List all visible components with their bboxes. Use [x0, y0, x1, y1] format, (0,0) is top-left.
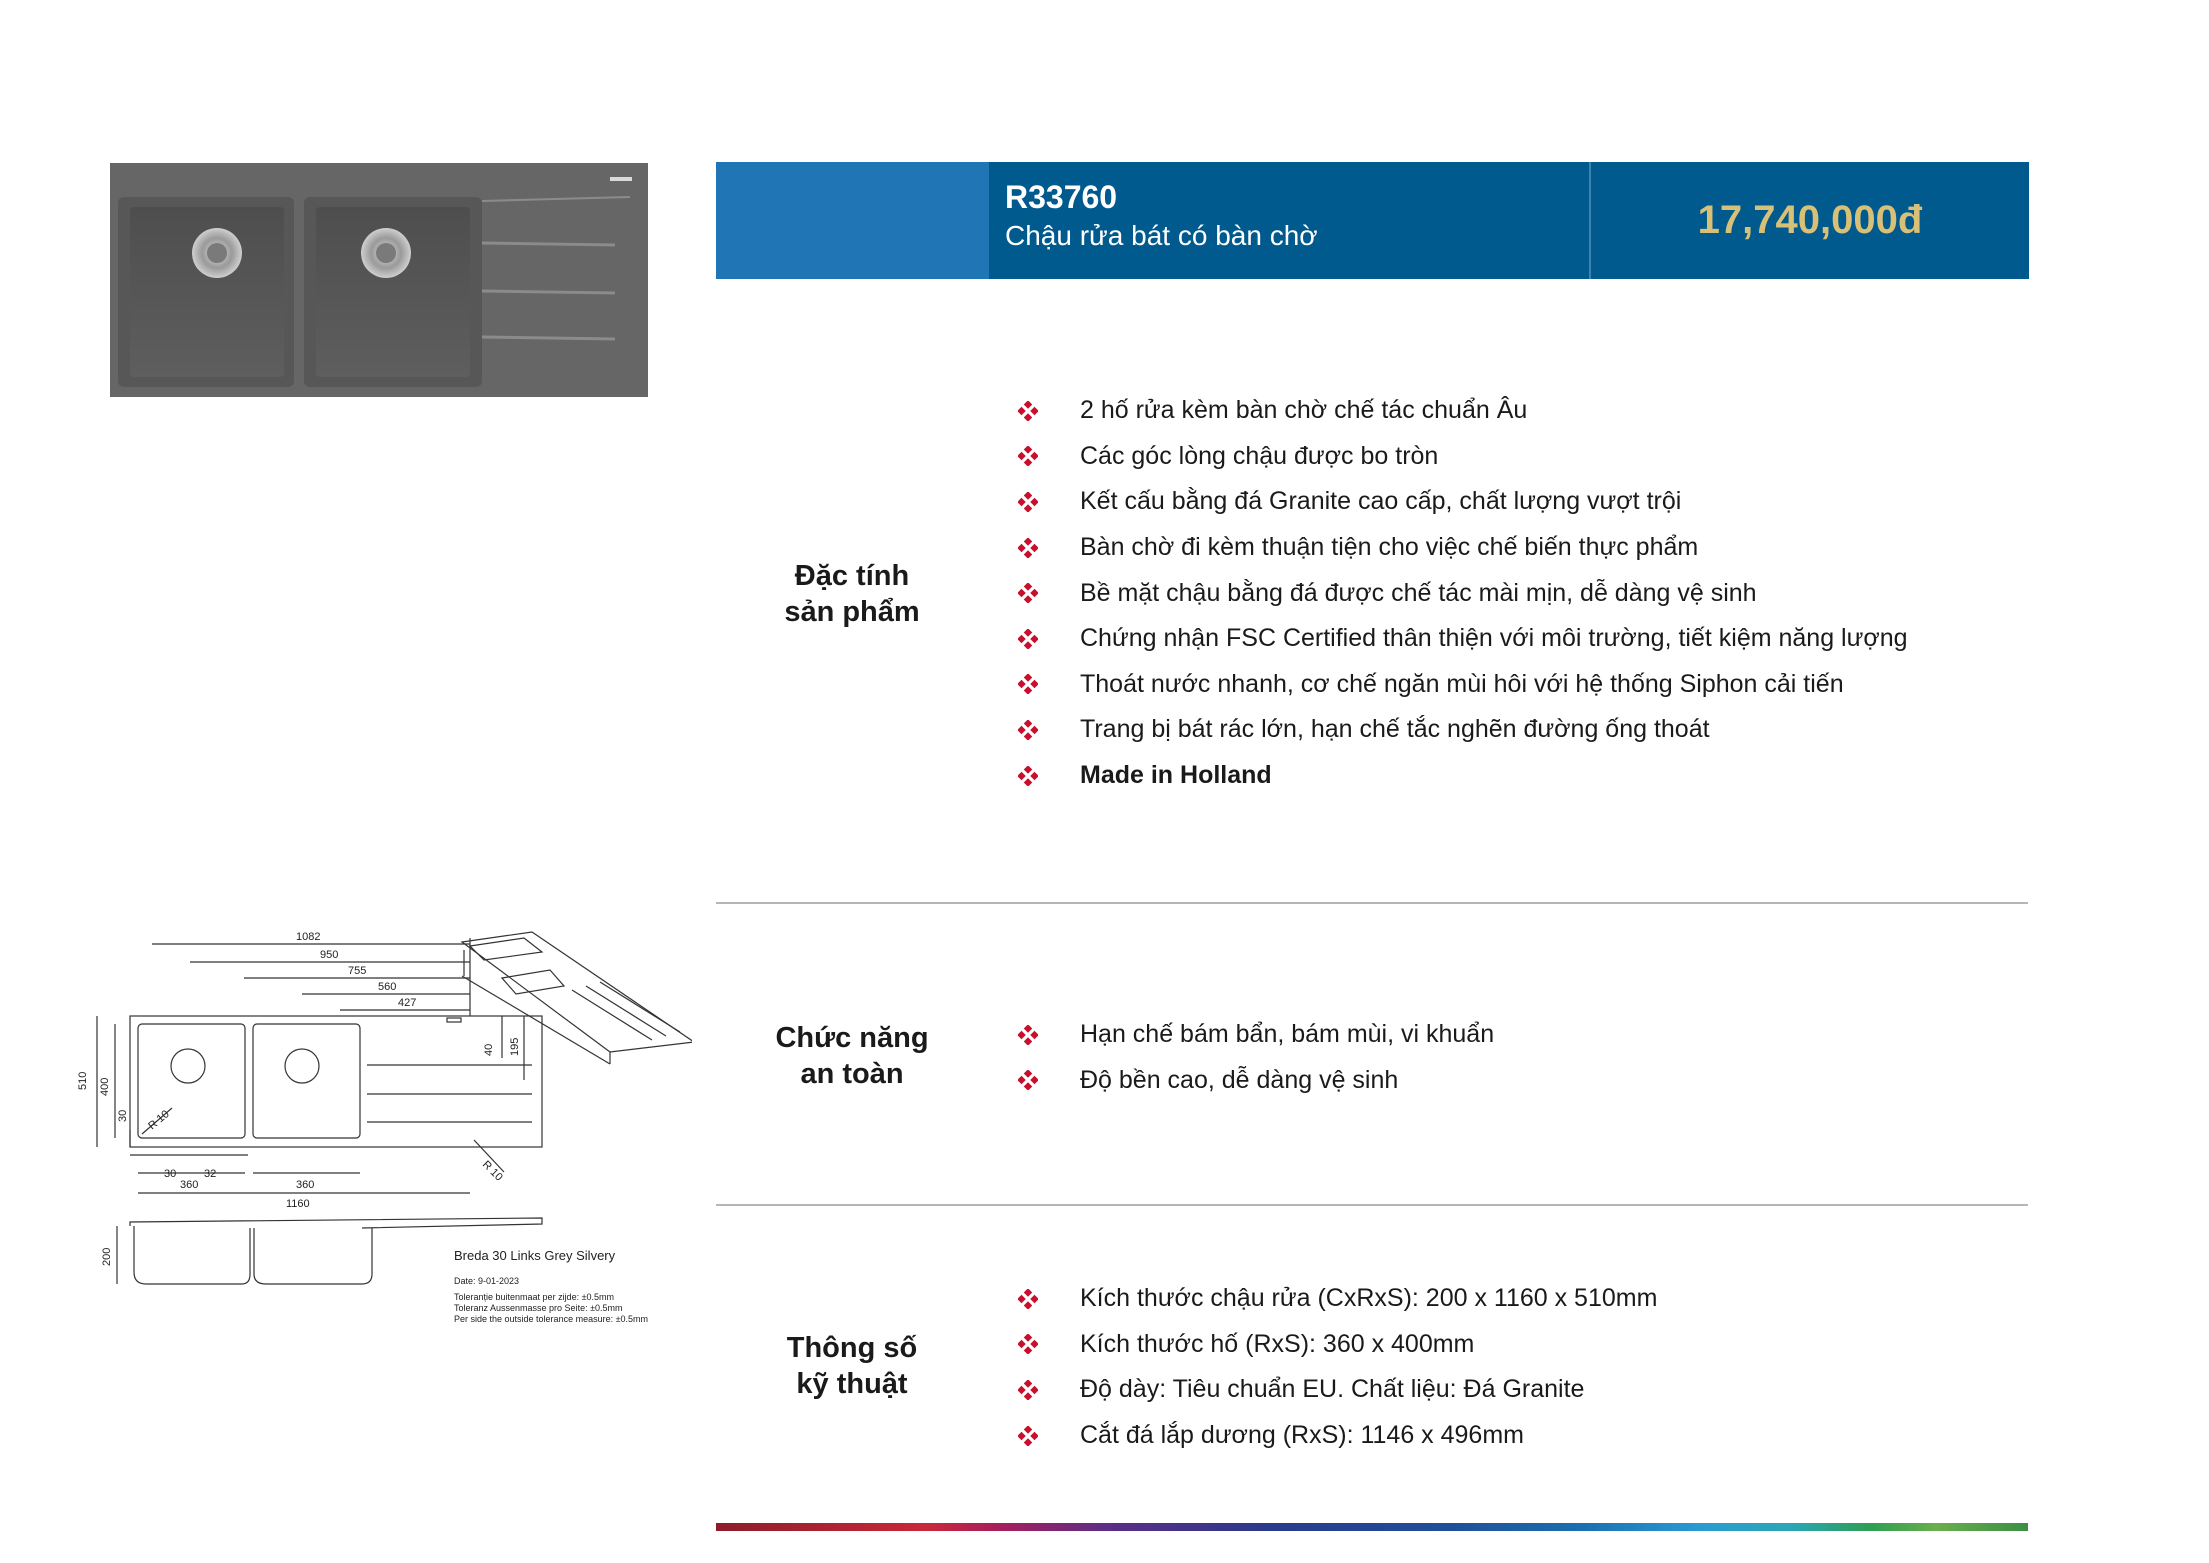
section-title-specs: Thông số kỹ thuật	[716, 1330, 988, 1402]
header-title-block: R33760 Chậu rửa bát có bàn chờ	[989, 162, 1589, 279]
footer-color-bar	[716, 1523, 2028, 1531]
list-item: Chứng nhận FSC Certified thân thiện với …	[1018, 616, 1908, 662]
tolerance-line-3: Per side the outside tolerance measure: …	[454, 1314, 648, 1324]
specs-list: Kích thước chậu rửa (CxRxS): 200 x 1160 …	[1018, 1276, 1657, 1458]
diamond-bullet-icon	[1018, 400, 1080, 421]
safety-list: Hạn chế bám bẩn, bám mùi, vi khuẩn Độ bề…	[1018, 1012, 1494, 1103]
diamond-bullet-icon	[1018, 446, 1080, 467]
section-title-line: an toàn	[800, 1058, 904, 1090]
model-name: Breda 30 Links Grey Silvery	[454, 1248, 616, 1263]
diamond-bullet-icon	[1018, 583, 1080, 604]
tolerance-line-1: Toleranție buitenmaat per zijde: ±0.5mm	[454, 1292, 614, 1302]
list-item-text: 2 hố rửa kèm bàn chờ chế tác chuẩn Âu	[1080, 396, 1528, 425]
list-item-text: Made in Holland	[1080, 761, 1272, 790]
list-item-text: Bàn chờ đi kèm thuận tiện cho việc chế b…	[1080, 533, 1699, 562]
list-item-text: Kích thước hố (RxS): 360 x 400mm	[1080, 1329, 1475, 1358]
product-code: R33760	[1005, 179, 1118, 215]
header-separator	[1589, 162, 1591, 279]
list-item-text: Kích thước chậu rửa (CxRxS): 200 x 1160 …	[1080, 1284, 1658, 1313]
section-divider	[716, 902, 2028, 904]
section-title-features: Đặc tính sản phẩm	[716, 558, 988, 630]
dim-bottom-1: 30	[164, 1168, 176, 1180]
section-title-safety: Chức năng an toàn	[716, 1020, 988, 1092]
list-item-text: Chứng nhận FSC Certified thân thiện với …	[1080, 624, 1908, 653]
diamond-bullet-icon	[1018, 1070, 1080, 1091]
product-header: R33760 Chậu rửa bát có bàn chờ 17,740,00…	[716, 162, 2029, 279]
diamond-bullet-icon	[1018, 719, 1080, 740]
header-price-block: 17,740,000đ	[1591, 162, 2029, 279]
list-item-text: Hạn chế bám bẩn, bám mùi, vi khuẩn	[1080, 1020, 1495, 1049]
radius-label-b: R 10	[480, 1159, 505, 1184]
product-subtitle: Chậu rửa bát có bàn chờ	[1005, 220, 1318, 251]
list-item: Kích thước chậu rửa (CxRxS): 200 x 1160 …	[1018, 1276, 1657, 1322]
section-title-line: Chức năng	[775, 1022, 929, 1054]
dim-left-3: 30	[117, 1110, 129, 1122]
diamond-bullet-icon	[1018, 1024, 1080, 1045]
diamond-bullet-icon	[1018, 1379, 1080, 1400]
section-title-line: kỹ thuật	[796, 1368, 908, 1400]
dim-bottom-3: 360	[180, 1179, 198, 1191]
list-item-text: Các góc lòng chậu được bo tròn	[1080, 441, 1439, 470]
drawing-date: Date: 9-01-2023	[454, 1276, 519, 1286]
diamond-bullet-icon	[1018, 765, 1080, 786]
dim-top-1: 1082	[296, 931, 320, 943]
dim-depth: 200	[101, 1248, 113, 1266]
list-item-text: Kết cấu bằng đá Granite cao cấp, chất lư…	[1080, 487, 1682, 516]
list-item: Bề mặt chậu bằng đá được chế tác mài mịn…	[1018, 570, 1908, 616]
sink-photo-illustration	[110, 163, 648, 397]
dim-bottom-5: 1160	[286, 1198, 310, 1210]
section-divider	[716, 1204, 2028, 1206]
diamond-bullet-icon	[1018, 491, 1080, 512]
list-item-text: Cắt đá lắp dương (RxS): 1146 x 496mm	[1080, 1421, 1524, 1450]
list-item: Hạn chế bám bẩn, bám mùi, vi khuẩn	[1018, 1012, 1494, 1058]
section-title-line: Đặc tính	[794, 560, 910, 592]
dim-top-2: 950	[320, 949, 338, 961]
technical-drawing-svg: 1082 950 755 560 427 510 400 30 40 195 3…	[77, 931, 696, 1324]
dim-bottom-4: 360	[296, 1179, 314, 1191]
section-title-line: sản phẩm	[784, 596, 920, 628]
section-title-line: Thông số	[786, 1332, 918, 1364]
dim-bottom-2: 32	[204, 1168, 216, 1180]
list-item-text: Thoát nước nhanh, cơ chế ngăn mùi hôi vớ…	[1080, 669, 1844, 698]
list-item: Trang bị bát rác lớn, hạn chế tắc nghẽn …	[1018, 707, 1908, 753]
list-item-text: Độ bền cao, dễ dàng vệ sinh	[1080, 1065, 1399, 1094]
diamond-bullet-icon	[1018, 1425, 1080, 1446]
list-item-text: Trang bị bát rác lớn, hạn chế tắc nghẽn …	[1080, 715, 1710, 744]
list-item: Độ dày: Tiêu chuẩn EU. Chất liệu: Đá Gra…	[1018, 1367, 1657, 1413]
list-item-text: Độ dày: Tiêu chuẩn EU. Chất liệu: Đá Gra…	[1080, 1375, 1585, 1404]
list-item: Made in Holland	[1018, 753, 1908, 799]
diamond-bullet-icon	[1018, 537, 1080, 558]
list-item: 2 hố rửa kèm bàn chờ chế tác chuẩn Âu	[1018, 388, 1908, 434]
list-item: Cắt đá lắp dương (RxS): 1146 x 496mm	[1018, 1413, 1657, 1459]
product-photo	[110, 163, 648, 397]
list-item: Thoát nước nhanh, cơ chế ngăn mùi hôi vớ…	[1018, 662, 1908, 708]
product-price: 17,740,000đ	[1697, 198, 1923, 242]
list-item: Kích thước hố (RxS): 360 x 400mm	[1018, 1322, 1657, 1368]
list-item: Kết cấu bằng đá Granite cao cấp, chất lư…	[1018, 479, 1908, 525]
list-item-text: Bề mặt chậu bằng đá được chế tác mài mịn…	[1080, 578, 1757, 607]
diamond-bullet-icon	[1018, 1288, 1080, 1309]
dim-top-5: 427	[398, 997, 416, 1009]
dim-left-1: 510	[77, 1072, 89, 1090]
list-item: Bàn chờ đi kèm thuận tiện cho việc chế b…	[1018, 525, 1908, 571]
dim-right-1: 40	[483, 1044, 495, 1056]
list-item: Các góc lòng chậu được bo tròn	[1018, 434, 1908, 480]
list-item: Độ bền cao, dễ dàng vệ sinh	[1018, 1058, 1494, 1104]
dim-left-2: 400	[99, 1078, 111, 1096]
diamond-bullet-icon	[1018, 628, 1080, 649]
diamond-bullet-icon	[1018, 1334, 1080, 1355]
dim-top-3: 755	[348, 965, 366, 977]
header-accent-block	[716, 162, 989, 279]
features-list: 2 hố rửa kèm bàn chờ chế tác chuẩn Âu Cá…	[1018, 388, 1908, 798]
tolerance-line-2: Toleranz Aussenmasse pro Seite: ±0.5mm	[454, 1303, 623, 1313]
dim-right-2: 195	[509, 1038, 521, 1056]
diamond-bullet-icon	[1018, 674, 1080, 695]
technical-drawing: 1082 950 755 560 427 510 400 30 40 195 3…	[72, 890, 696, 1340]
dim-top-4: 560	[378, 981, 396, 993]
